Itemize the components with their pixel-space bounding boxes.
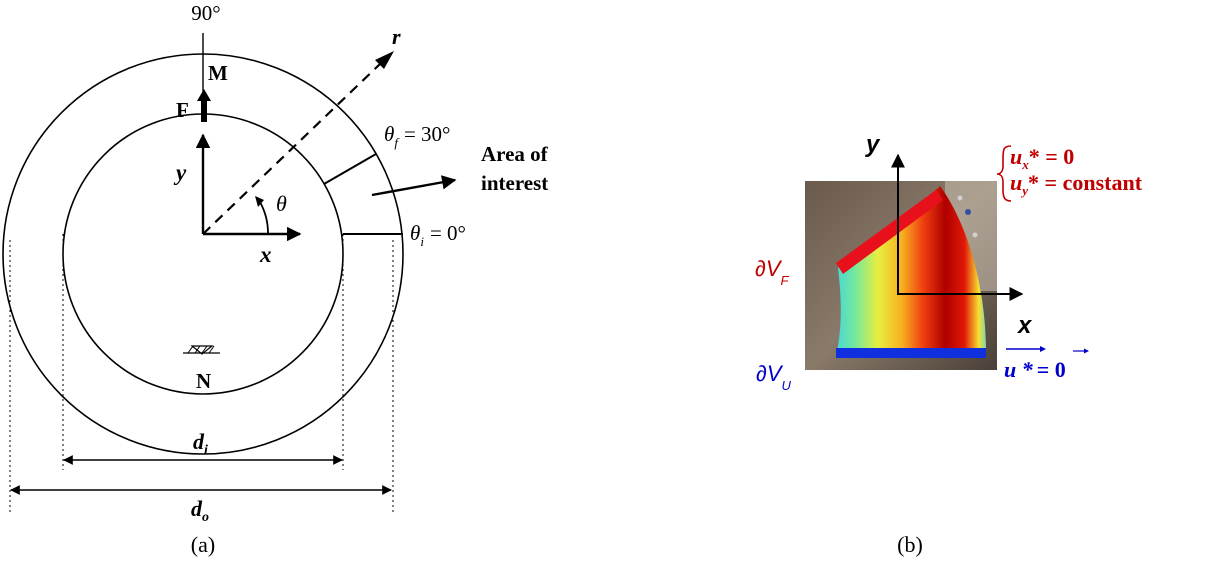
bc-brace	[996, 145, 1012, 202]
label-n: N	[196, 369, 211, 393]
u-vector-arrowhead	[1040, 346, 1046, 352]
caption-b: (b)	[897, 532, 923, 557]
axis-y-label: y	[173, 160, 187, 185]
r-axis-arrowhead	[375, 51, 394, 69]
theta-f-line	[323, 153, 377, 185]
zero-vector-arrowhead	[1084, 348, 1089, 354]
band-dvf	[836, 190, 943, 274]
axis-x-label: x	[259, 242, 272, 267]
label-dvf: ∂VF	[755, 256, 790, 288]
force-arrow-head	[197, 89, 211, 101]
label-m: M	[208, 61, 228, 85]
support-icon	[183, 345, 220, 355]
do-label: do	[191, 496, 209, 525]
area-arrow	[371, 175, 457, 197]
band-dvu	[836, 348, 986, 358]
r-axis-dashed	[202, 63, 381, 235]
photo-bolt-3	[957, 195, 963, 201]
area-of-interest-line2: interest	[481, 171, 548, 195]
theta-arc-head	[255, 196, 264, 207]
photo-bolt-1	[965, 209, 971, 215]
theta-f-label: θf= 30°	[384, 122, 450, 150]
di-label: di	[193, 429, 208, 458]
bc-u-vector-equation: u *= 0	[1004, 357, 1066, 382]
panel-b: y x ∂VF ∂VU ux* = 0 uy* = constant u *= …	[755, 131, 1143, 557]
area-of-interest-line1: Area of	[481, 142, 549, 166]
bc-ux-equation: ux* = 0	[1010, 144, 1074, 172]
b-axis-x-label: x	[1016, 312, 1033, 339]
panel-a: 90° M F N y x r θ θf= 30° θi= 0° Area of…	[2, 1, 549, 557]
theta-label: θ	[276, 191, 287, 216]
theta-arc	[259, 201, 269, 235]
label-f: F	[176, 98, 189, 122]
theta-i-label: θi= 0°	[410, 221, 466, 249]
bc-uy-equation: uy* = constant	[1010, 170, 1143, 198]
caption-a: (a)	[191, 532, 215, 557]
label-dvu: ∂VU	[756, 361, 792, 393]
angle-90-label: 90°	[191, 1, 220, 25]
axis-r-label: r	[392, 24, 401, 49]
b-axis-y-label: y	[865, 131, 881, 158]
force-arrow-shaft	[201, 100, 207, 122]
photo-bolt-2	[972, 232, 978, 238]
